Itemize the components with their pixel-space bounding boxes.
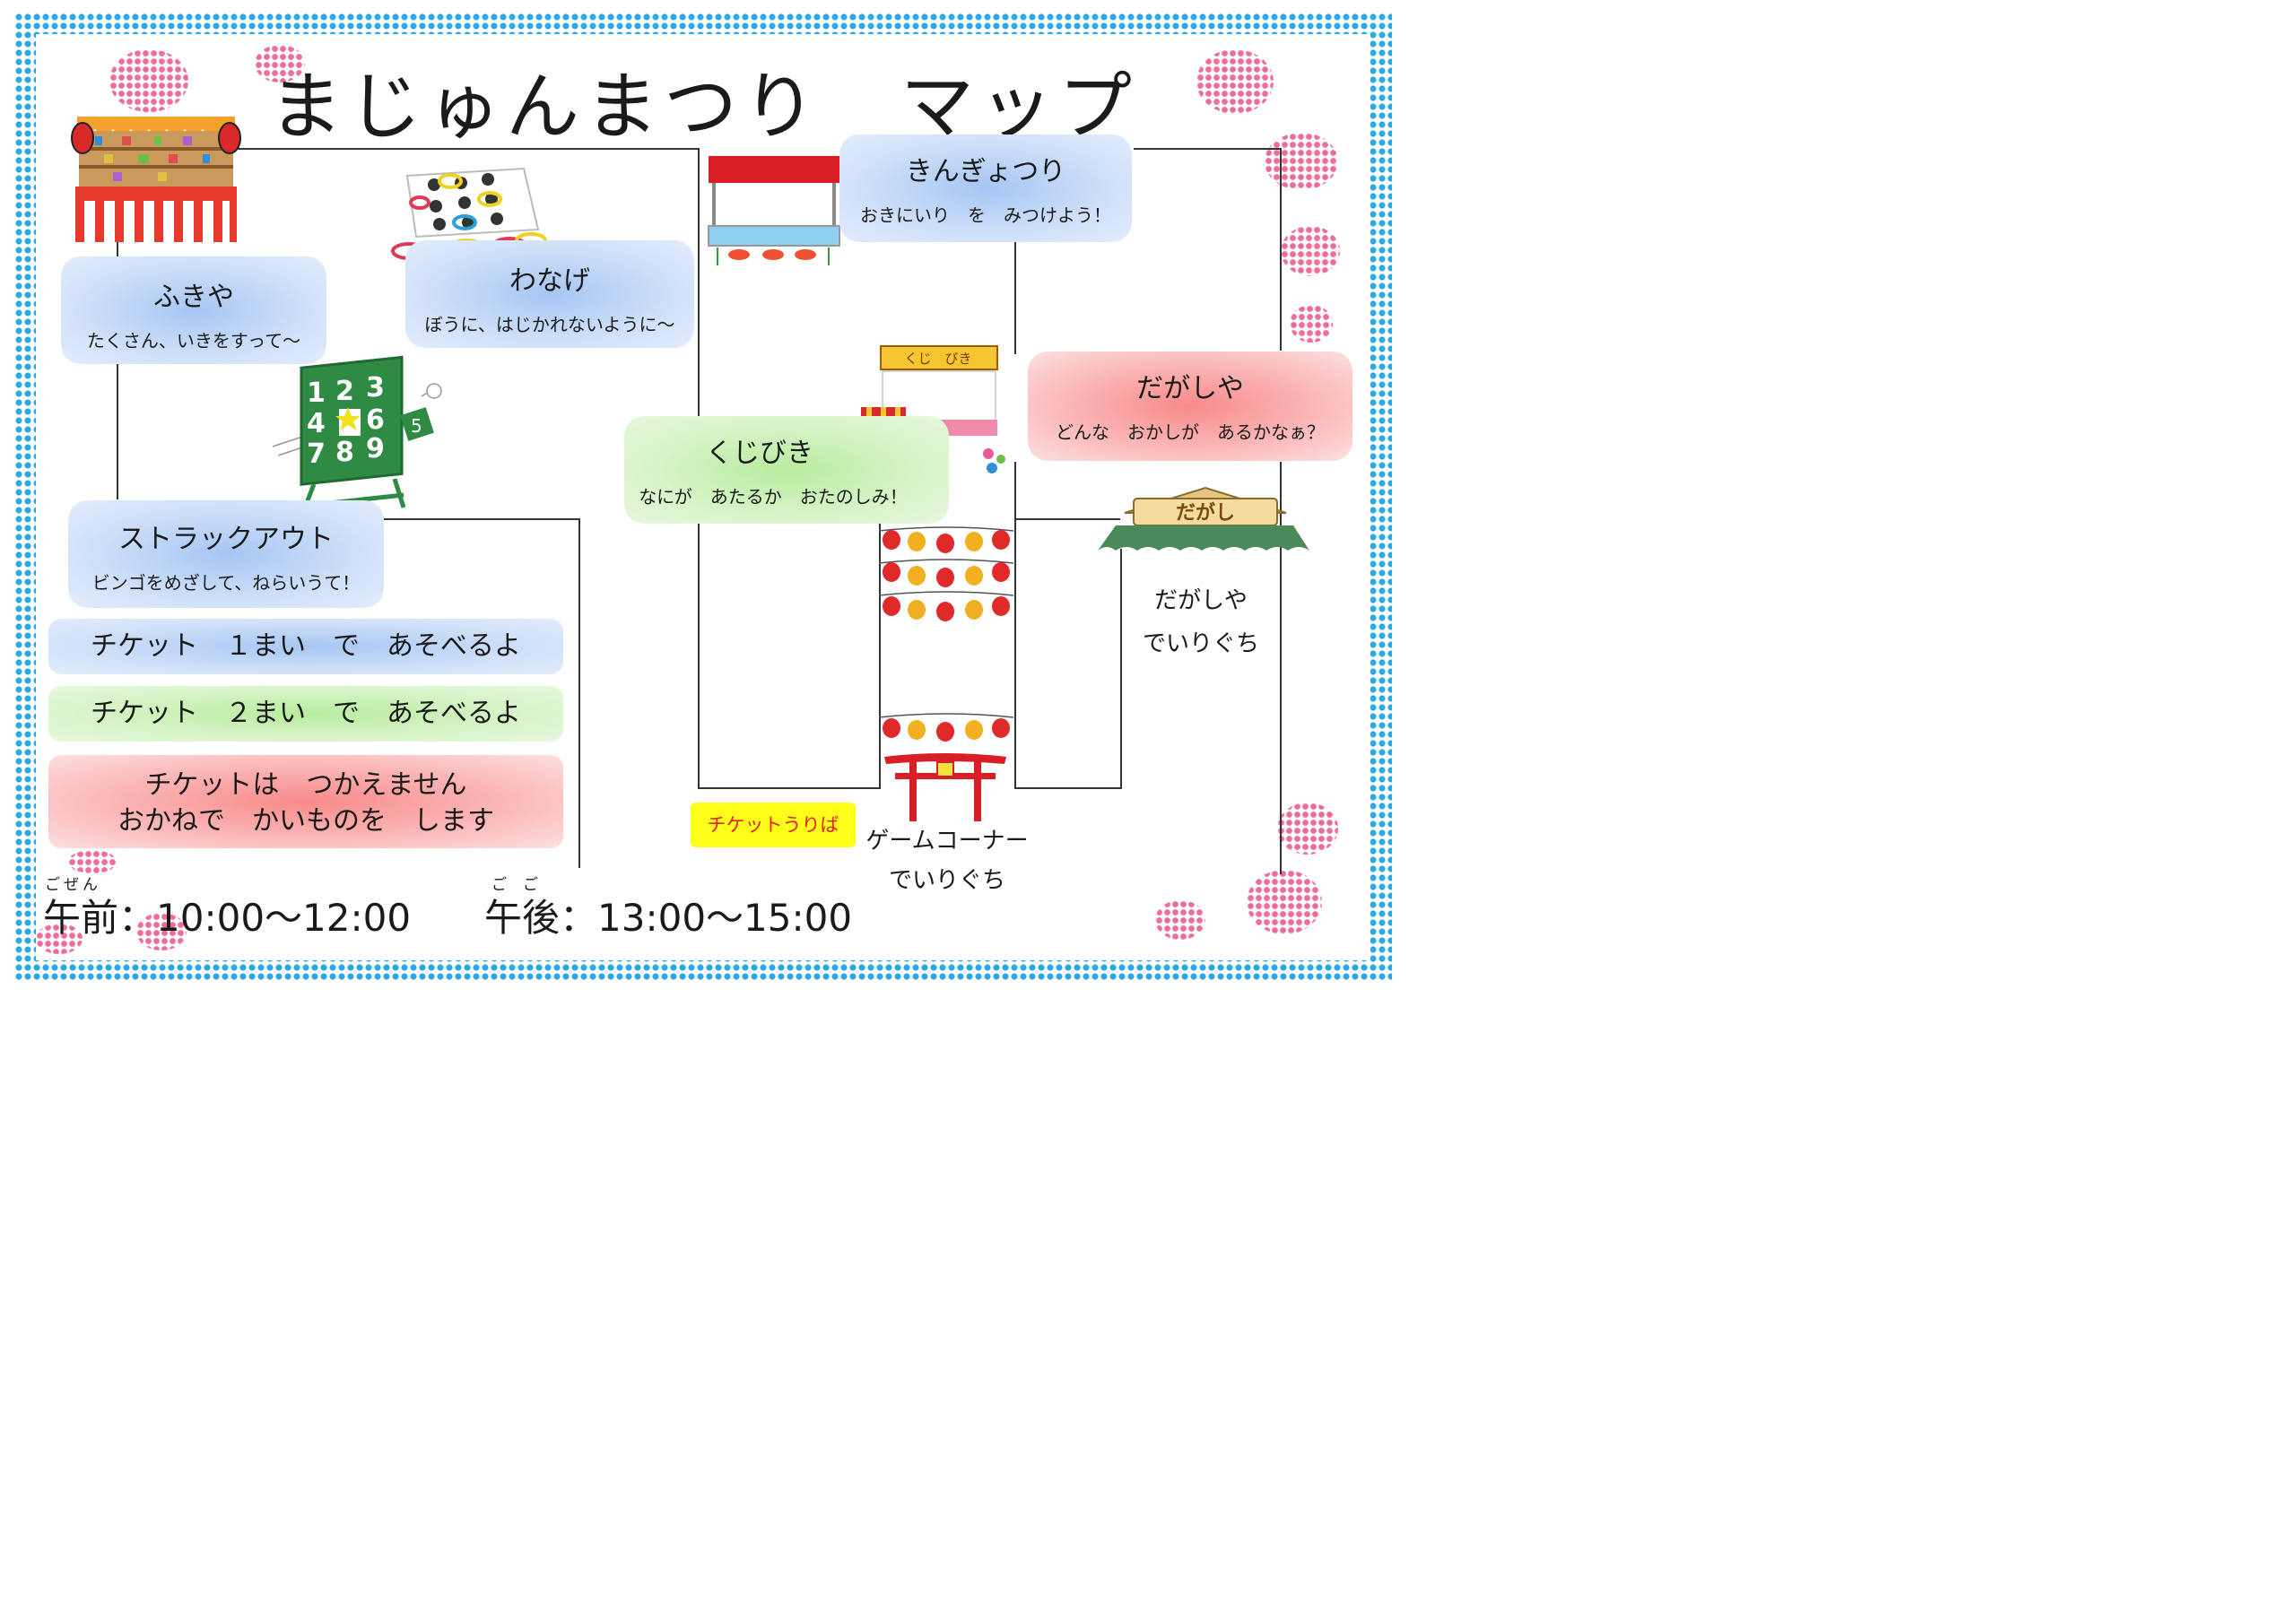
pink-dot-decoration	[36, 924, 83, 954]
booth-description: ぼうに、はじかれないように～	[424, 314, 675, 335]
struckout-board-illustration: 1 2 3 4 6 7 8 9 5	[272, 355, 442, 508]
booth-name: きんぎょつり	[905, 156, 1066, 187]
afternoon-ruby: ごご	[491, 876, 554, 894]
struckout-number: 4	[307, 408, 326, 439]
dagashi-shop-illustration: だがし	[1098, 486, 1309, 551]
map-wall	[1134, 148, 1281, 150]
legend-two-tickets-text: チケット ２まい で あそべるよ	[91, 698, 521, 729]
struckout-number: 2	[335, 376, 354, 407]
booth-kujibiki: くじびき なにが あたるか おたのしみ！	[624, 416, 949, 524]
booth-name: ふきや	[153, 282, 234, 313]
game-entrance-line2: でいりぐち	[888, 867, 1005, 894]
map-wall	[1014, 242, 1016, 354]
legend-no-tickets: チケットは つかえません おかねで かいものを します	[48, 755, 563, 848]
map-wall	[1014, 462, 1016, 789]
kuji-sign-text: くじ びき	[904, 351, 971, 367]
pink-dot-decoration	[1281, 226, 1340, 276]
morning-ruby: ごぜん	[45, 876, 101, 894]
legend-one-ticket-text: チケット １まい で あそべるよ	[91, 630, 521, 662]
map-wall	[1014, 518, 1120, 520]
dagashi-entrance-label: だがしや でいりぐち	[1121, 579, 1281, 665]
struckout-number: 7	[307, 438, 326, 470]
booth-name: わなげ	[509, 265, 590, 297]
fukiya-stall-illustration	[71, 117, 241, 242]
struckout-number: 8	[335, 437, 354, 468]
pink-dot-decoration	[1277, 803, 1338, 855]
dagashi-entrance-line2: でいりぐち	[1142, 630, 1259, 657]
map-wall	[1120, 549, 1122, 789]
pink-dot-decoration	[1247, 870, 1322, 934]
ticket-booth-label: チケットうりば	[691, 803, 856, 847]
pink-dot-decoration	[1155, 900, 1205, 940]
legend-one-ticket: チケット １まい で あそべるよ	[48, 619, 563, 674]
game-entrance-label: ゲームコーナー でいりぐち	[859, 821, 1035, 900]
map-wall	[1280, 462, 1282, 874]
struckout-number: 5	[411, 415, 422, 437]
afternoon-time: 午後：13:00～15:00	[484, 896, 853, 940]
legend-no-tickets-line1: チケットは つかえません	[144, 769, 467, 801]
legend-no-tickets-line2: おかねで かいものを します	[117, 805, 494, 837]
booth-name: だがしや	[1136, 373, 1244, 404]
lanterns-illustration	[878, 713, 1014, 742]
pink-dot-decoration	[1196, 49, 1274, 114]
map-wall	[578, 518, 580, 868]
booth-description: おきにいり を みつけよう！	[860, 204, 1111, 226]
booth-name: くじびき	[706, 438, 813, 469]
lanterns-illustration	[878, 526, 1014, 621]
map-wall	[1280, 148, 1282, 351]
map-wall	[879, 520, 881, 789]
pink-dot-decoration	[68, 850, 117, 873]
booth-description: どんな おかしが あるかなぁ？	[1056, 421, 1325, 443]
goldfish-stall-illustration	[708, 156, 840, 265]
booth-wanage: わなげ ぼうに、はじかれないように～	[405, 240, 694, 348]
booth-dagashiya: だがしや どんな おかしが あるかなぁ？	[1028, 352, 1352, 461]
map-wall	[384, 518, 579, 520]
struckout-number: 9	[366, 433, 385, 464]
booth-name: ストラックアウト	[118, 524, 334, 555]
legend-two-tickets: チケット ２まい で あそべるよ	[48, 686, 563, 742]
pink-dot-decoration	[255, 45, 305, 82]
map-wall	[698, 787, 880, 789]
morning-time: 午前：10:00～12:00	[43, 896, 412, 940]
pink-dot-decoration	[109, 49, 188, 112]
booth-description: なにが あたるか おたのしみ！	[639, 486, 908, 508]
booth-struckout: ストラックアウト ビンゴをめざして、ねらいうて！	[68, 500, 384, 608]
torii-gate-icon	[884, 753, 1006, 821]
struckout-number: 3	[366, 372, 385, 404]
pink-dot-decoration	[1290, 305, 1333, 343]
game-entrance-line1: ゲームコーナー	[865, 828, 1029, 855]
booth-fukiya: ふきや たくさん、いきをすって～	[61, 256, 326, 364]
pink-dot-decoration	[1265, 133, 1338, 190]
map-wall	[117, 363, 118, 499]
dagashi-entrance-line1: だがしや	[1154, 587, 1248, 614]
map-wall	[117, 235, 118, 262]
booth-description: たくさん、いきをすって～	[86, 330, 301, 352]
booth-kingyo: きんぎょつり おきにいり を みつけよう！	[839, 135, 1132, 242]
struckout-number: 1	[307, 378, 326, 409]
dagashi-sign-text: だがし	[1176, 501, 1235, 525]
pink-dot-decoration	[136, 913, 187, 950]
map-wall	[117, 148, 698, 150]
struckout-number: 6	[366, 404, 385, 436]
map-wall	[1014, 787, 1122, 789]
booth-description: ビンゴをめざして、ねらいうて！	[91, 572, 361, 594]
